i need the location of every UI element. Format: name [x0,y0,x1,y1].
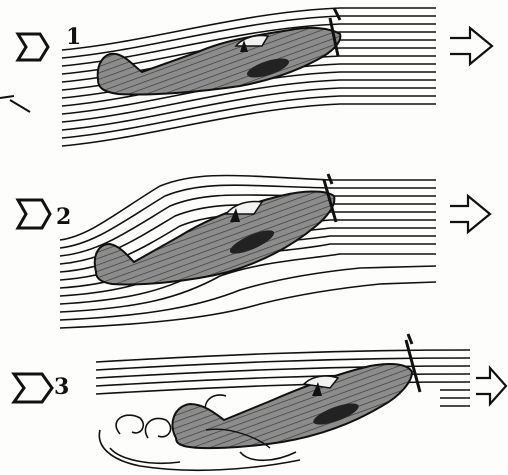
aircraft-1 [98,8,341,95]
edge-mark [0,96,30,112]
outflow-arrow-icon [476,368,506,404]
panel-1-label: 1 [66,24,81,50]
panel-2: 2 [18,174,490,328]
outflow-arrow-icon [450,196,490,232]
outflow-arrow-icon [450,28,492,64]
inflow-arrow-icon [14,374,52,402]
panel-3-label: 3 [54,374,69,400]
panel-1: 1 [0,8,492,146]
panel-2-label: 2 [56,204,71,230]
inflow-arrow-icon [18,200,50,228]
inflow-arrow-icon [18,34,48,60]
panel-3: 3 [14,334,506,470]
